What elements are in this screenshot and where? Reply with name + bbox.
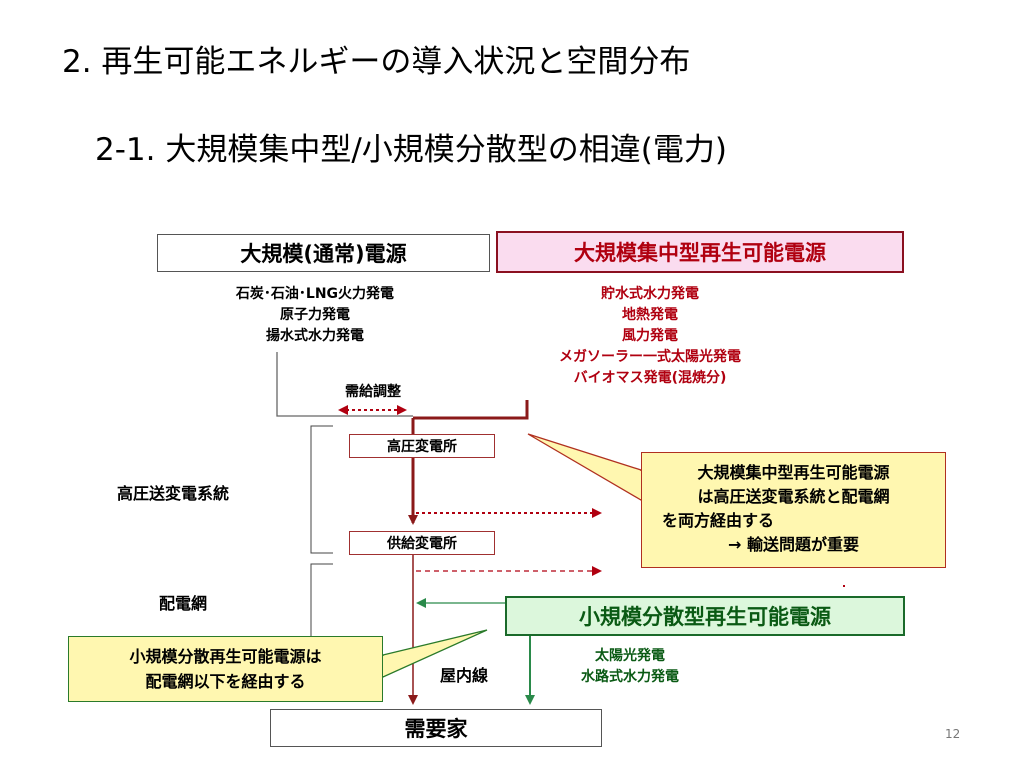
demand-box: 需要家 [270, 709, 602, 747]
list-item: 貯水式水力発電 [601, 286, 699, 302]
hv-system-label: 高圧送変電系統 [117, 484, 230, 503]
list-item: 原子力発電 [280, 307, 350, 323]
page-number: 12 [945, 727, 961, 741]
supply-demand-label: 需給調整 [345, 384, 401, 400]
callout-line: 大規模集中型再生可能電源 [697, 463, 890, 482]
callout-large-pointer [527, 433, 642, 502]
callout-line: → 輸送問題が重要 [728, 535, 859, 554]
callout-line: 配電網以下を経由する [145, 672, 306, 691]
conventional-feed-line [276, 352, 413, 417]
list-item: 風力発電 [622, 328, 678, 344]
large-renewable-box: 大規模集中型再生可能電源 [496, 231, 904, 273]
callout-line: 小規模分散再生可能電源は [129, 647, 322, 666]
page-title: 2. 再生可能エネルギーの導入状況と空間分布 [62, 44, 691, 80]
distribution-network-label: 配電網 [159, 594, 208, 613]
list-item: 地熱発電 [622, 307, 678, 323]
callout-large-renewable: 大規模集中型再生可能電源 は高圧送変電系統と配電網 を両方経由する → 輸送問題… [641, 452, 946, 568]
dot-mark [843, 585, 845, 587]
small-renewable-box: 小規模分散型再生可能電源 [505, 596, 905, 636]
page-subtitle: 2-1. 大規模集中型/小規模分散型の相違(電力) [95, 132, 727, 168]
supply-substation-box: 供給変電所 [349, 531, 495, 555]
hv-substation-box: 高圧変電所 [349, 434, 495, 458]
renewable-feed-line [413, 400, 529, 420]
indoor-wiring-label: 屋内線 [440, 666, 489, 685]
hv-bracket [310, 425, 333, 554]
list-item: 石炭･石油･LNG火力発電 [235, 286, 395, 302]
list-item: 太陽光発電 [595, 648, 665, 664]
list-item: 揚水式水力発電 [266, 328, 364, 344]
list-item: メガソーラー一式太陽光発電 [559, 349, 741, 365]
conventional-source-list: 石炭･石油･LNG火力発電 原子力発電 揚水式水力発電 [185, 284, 445, 347]
large-renewable-list: 貯水式水力発電 地熱発電 風力発電 メガソーラー一式太陽光発電 バイオマス発電(… [520, 284, 780, 389]
callout-line: を両方経由する [662, 511, 775, 530]
list-item: バイオマス発電(混焼分) [573, 370, 727, 386]
callout-small-renewable: 小規模分散再生可能電源は 配電網以下を経由する [68, 636, 383, 702]
list-item: 水路式水力発電 [581, 669, 679, 685]
callout-line: は高圧送変電系統と配電網 [697, 487, 890, 506]
small-renewable-list: 太陽光発電 水路式水力発電 [540, 646, 720, 688]
conventional-source-box: 大規模(通常)電源 [157, 234, 490, 272]
